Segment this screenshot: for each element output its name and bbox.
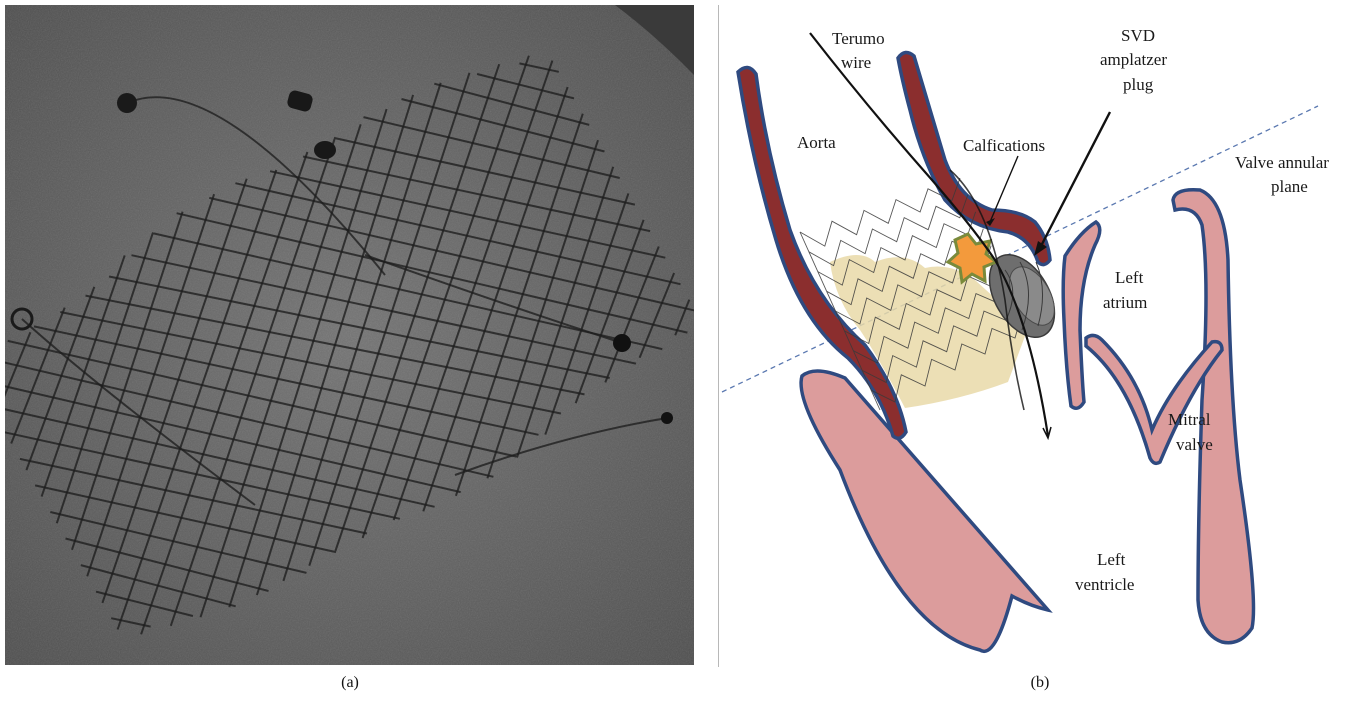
label-mitral-line1: Mitral	[1168, 410, 1211, 429]
fluoro-grain	[5, 5, 694, 665]
fluoroscopy-image-svg	[5, 5, 694, 665]
label-aorta: Aorta	[797, 133, 836, 152]
marker-tab	[314, 141, 336, 159]
label-valve-plane-line1: Valve annular	[1235, 153, 1329, 172]
fluoroscopy-image	[5, 5, 694, 665]
marker-dot	[661, 412, 673, 424]
label-svd-line3: plug	[1123, 75, 1154, 94]
label-left-ventricle-line2: ventricle	[1075, 575, 1134, 594]
valve-frame-zigzag	[809, 195, 968, 266]
left-ventricle-wall	[801, 371, 1048, 651]
label-left-atrium-line1: Left	[1115, 268, 1144, 287]
label-terumo-line1: Terumo	[832, 29, 885, 48]
label-svd-line1: SVD	[1121, 26, 1155, 45]
label-svd-line2: amplatzer	[1100, 50, 1167, 69]
label-left-atrium-line2: atrium	[1103, 293, 1147, 312]
valve-frame-zigzag	[800, 178, 960, 246]
label-mitral-line2: valve	[1176, 435, 1213, 454]
caption-b: (b)	[1010, 674, 1070, 692]
caption-a: (a)	[320, 674, 380, 692]
label-calcifications: Calfications	[963, 136, 1045, 155]
panel-divider	[718, 5, 719, 667]
label-terumo-line2: wire	[841, 53, 871, 72]
left-atrium-wall	[1063, 222, 1100, 408]
anatomy-schematic-svg: Terumo wire SVD amplatzer plug Aorta Cal…	[720, 0, 1370, 672]
marker-dot	[613, 334, 631, 352]
marker-dot	[117, 93, 137, 113]
anatomy-schematic: Terumo wire SVD amplatzer plug Aorta Cal…	[720, 0, 1370, 672]
label-left-ventricle-line1: Left	[1097, 550, 1126, 569]
label-valve-plane-line2: plane	[1271, 177, 1308, 196]
